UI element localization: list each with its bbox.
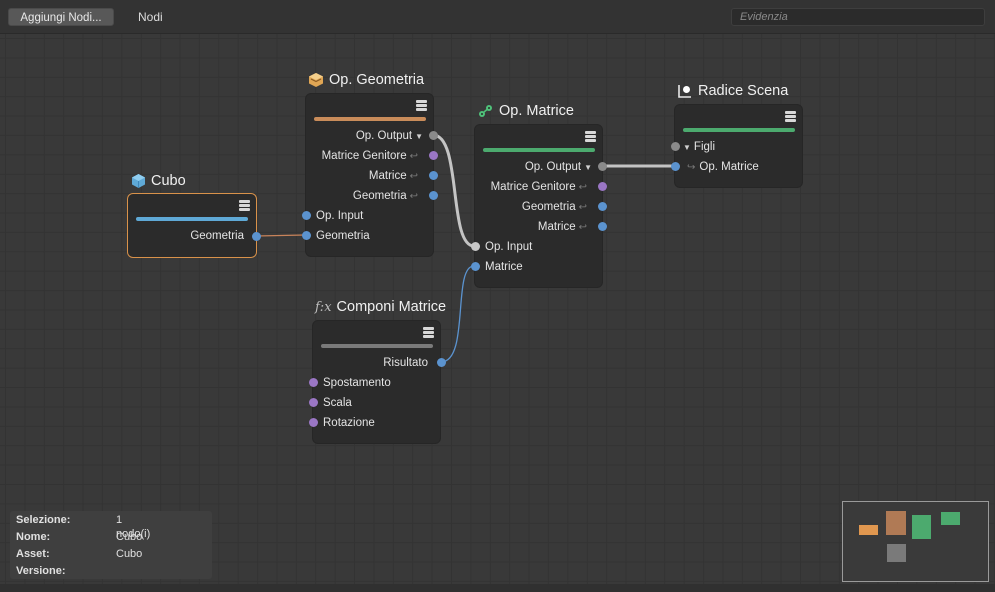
node-menu-icon[interactable] bbox=[239, 200, 250, 211]
port-label-matrix: Matrice↩ bbox=[368, 170, 418, 182]
port-op-input[interactable] bbox=[471, 242, 480, 251]
expand-triangle-icon: ▼ bbox=[415, 132, 423, 141]
matrix-op-icon bbox=[479, 105, 492, 117]
node-title-text: Cubo bbox=[151, 173, 186, 189]
port-label-geometry: Geometria↩ bbox=[521, 201, 587, 213]
minimap-node-cubo bbox=[859, 525, 878, 535]
arrow-left-icon: ↩ bbox=[409, 151, 418, 162]
port-geometry-out[interactable] bbox=[252, 232, 261, 241]
port-label-children: ▼Figli bbox=[683, 141, 716, 153]
scene-root-icon bbox=[678, 85, 691, 98]
port-rotation[interactable] bbox=[309, 418, 318, 427]
bottom-ruler bbox=[0, 584, 995, 592]
node-color-bar bbox=[683, 128, 795, 132]
nodes-menu[interactable]: Nodi bbox=[138, 10, 163, 24]
port-children[interactable] bbox=[671, 142, 680, 151]
arrow-left-icon: ↩ bbox=[578, 222, 587, 233]
port-label-geometry-out: Geometria bbox=[190, 230, 244, 242]
node-color-bar bbox=[321, 344, 433, 348]
add-nodes-button[interactable]: Aggiungi Nodi... bbox=[8, 8, 114, 26]
arrow-left-icon: ↩ bbox=[409, 191, 418, 202]
port-label-geometry-in: Geometria bbox=[316, 230, 370, 242]
node-radice-scena[interactable]: ▼Figli ↪Op. Matrice bbox=[671, 104, 803, 188]
expand-triangle-icon: ▼ bbox=[683, 143, 691, 152]
port-label-geometry: Geometria↩ bbox=[352, 190, 418, 202]
highlight-search-input[interactable] bbox=[731, 8, 985, 26]
port-matrix[interactable] bbox=[598, 222, 607, 231]
port-scale[interactable] bbox=[309, 398, 318, 407]
port-op-matrix-in[interactable] bbox=[671, 162, 680, 171]
minimap-node-componi-matrice bbox=[887, 544, 906, 562]
node-title-text: Op. Matrice bbox=[499, 103, 574, 119]
port-translation[interactable] bbox=[309, 378, 318, 387]
arrow-right-icon: ↪ bbox=[687, 162, 696, 173]
minimap-node-op-geometria bbox=[886, 511, 906, 535]
port-label-rotation: Rotazione bbox=[323, 417, 375, 429]
minimap-node-op-matrice bbox=[912, 515, 931, 539]
node-componi-matrice[interactable]: Risultato Spostamento Scala Rotazione bbox=[309, 320, 446, 444]
port-matrix-in[interactable] bbox=[471, 262, 480, 271]
port-label-matrix-in: Matrice bbox=[485, 261, 523, 273]
port-op-output[interactable] bbox=[598, 162, 607, 171]
selection-info-panel: Selezione: 1 nodo(i) Nome: Cubo Asset: C… bbox=[10, 511, 212, 579]
node-minimap[interactable] bbox=[842, 501, 989, 582]
port-geometry[interactable] bbox=[598, 202, 607, 211]
node-title-cubo[interactable]: Cubo bbox=[131, 173, 186, 189]
expand-triangle-icon: ▼ bbox=[584, 163, 592, 172]
port-label-op-output: Op. Output▼ bbox=[355, 130, 423, 142]
function-icon: f:x bbox=[315, 299, 332, 315]
port-label-parent-matrix: Matrice Genitore↩ bbox=[321, 150, 418, 162]
node-title-op-geometria[interactable]: Op. Geometria bbox=[308, 72, 424, 88]
node-menu-icon[interactable] bbox=[416, 100, 427, 111]
node-color-bar bbox=[483, 148, 595, 152]
geometry-op-icon bbox=[309, 73, 323, 87]
port-label-parent-matrix: Matrice Genitore↩ bbox=[490, 181, 587, 193]
node-menu-icon[interactable] bbox=[585, 131, 596, 142]
node-title-radice-scena[interactable]: Radice Scena bbox=[677, 83, 788, 99]
port-op-input[interactable] bbox=[302, 211, 311, 220]
port-label-op-output: Op. Output▼ bbox=[524, 161, 592, 173]
cube-icon bbox=[132, 174, 145, 188]
port-label-op-input: Op. Input bbox=[485, 241, 533, 253]
port-label-scale: Scala bbox=[323, 397, 352, 409]
node-color-bar bbox=[136, 217, 248, 221]
arrow-left-icon: ↩ bbox=[578, 182, 587, 193]
port-label-translation: Spostamento bbox=[323, 377, 391, 389]
port-label-op-matrix-in: ↪Op. Matrice bbox=[687, 161, 759, 173]
node-op-geometria[interactable]: Op. Output▼ Matrice Genitore↩ Matrice↩ G… bbox=[302, 93, 438, 257]
port-op-output[interactable] bbox=[429, 131, 438, 140]
node-op-matrice[interactable]: Op. Output▼ Matrice Genitore↩ Geometria↩… bbox=[471, 124, 607, 288]
port-geometry[interactable] bbox=[429, 191, 438, 200]
port-geometry-in[interactable] bbox=[302, 231, 311, 240]
node-menu-icon[interactable] bbox=[785, 111, 796, 122]
node-title-op-matrice[interactable]: Op. Matrice bbox=[478, 103, 574, 119]
port-label-op-input: Op. Input bbox=[316, 210, 364, 222]
arrow-left-icon: ↩ bbox=[409, 171, 418, 182]
port-matrix[interactable] bbox=[429, 171, 438, 180]
node-editor-toolbar: Aggiungi Nodi... Nodi bbox=[0, 0, 995, 34]
port-parent-matrix[interactable] bbox=[429, 151, 438, 160]
node-color-bar bbox=[314, 117, 426, 121]
node-title-text: Radice Scena bbox=[698, 83, 789, 99]
port-label-matrix: Matrice↩ bbox=[537, 221, 587, 233]
port-result[interactable] bbox=[437, 358, 446, 367]
minimap-node-radice-scena bbox=[941, 512, 960, 525]
node-cubo[interactable]: Geometria bbox=[127, 193, 261, 258]
node-title-componi-matrice[interactable]: f:x Componi Matrice bbox=[315, 299, 446, 315]
port-parent-matrix[interactable] bbox=[598, 182, 607, 191]
port-label-result: Risultato bbox=[383, 357, 428, 369]
node-title-text: Componi Matrice bbox=[336, 299, 447, 315]
node-menu-icon[interactable] bbox=[423, 327, 434, 338]
arrow-left-icon: ↩ bbox=[578, 202, 587, 213]
node-title-text: Op. Geometria bbox=[329, 72, 425, 88]
